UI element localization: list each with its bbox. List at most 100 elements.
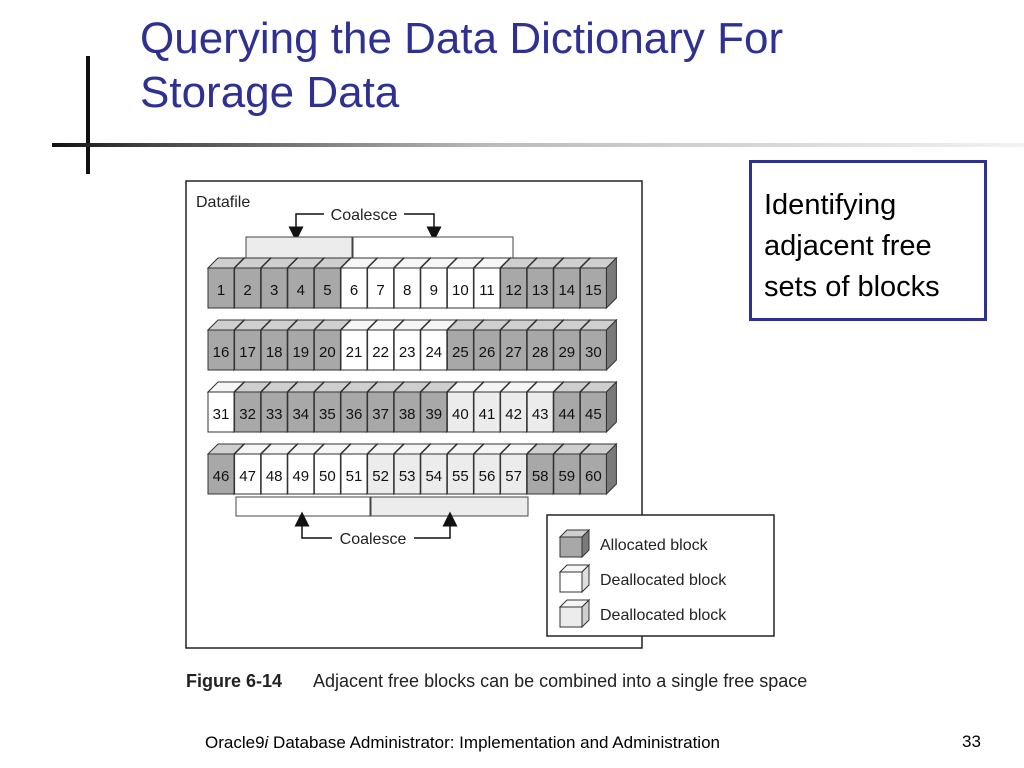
coalesce-bottom-right-arrow — [414, 511, 458, 539]
block-number: 50 — [319, 468, 336, 485]
slide-title: Querying the Data Dictionary For Storage… — [140, 12, 1000, 120]
block-number: 31 — [213, 406, 230, 423]
block-number: 28 — [532, 344, 549, 361]
coalesce-top-indicator: Coalesce — [245, 207, 514, 259]
block-number: 4 — [297, 282, 305, 299]
callout-box: Identifying adjacent free sets of blocks — [749, 160, 987, 321]
block-number: 25 — [452, 344, 469, 361]
block-number: 59 — [558, 468, 575, 485]
block-number: 57 — [505, 468, 522, 485]
block-number: 40 — [452, 406, 469, 423]
block-number: 23 — [399, 344, 416, 361]
legend-label: Allocated block — [600, 537, 709, 554]
block-number: 38 — [399, 406, 416, 423]
slide-title-line-1: Querying the Data Dictionary For — [140, 14, 784, 63]
block-number: 21 — [346, 344, 363, 361]
block-number: 54 — [425, 468, 442, 485]
block-number: 56 — [479, 468, 496, 485]
block-number: 9 — [430, 282, 438, 299]
page-number: 33 — [962, 732, 981, 751]
coalesce-bottom-indicator: Coalesce — [235, 496, 529, 548]
block-number: 46 — [213, 468, 230, 485]
block-number: 34 — [292, 406, 309, 423]
block-18: 18 — [259, 318, 299, 372]
block-number: 13 — [532, 282, 549, 299]
block-number: 15 — [585, 282, 602, 299]
block-55: 55 — [446, 442, 485, 496]
block-number: 20 — [319, 344, 336, 361]
block-60: 60 — [579, 442, 618, 496]
block-number: 48 — [266, 468, 283, 485]
block-15: 15 — [579, 256, 618, 310]
block-number: 36 — [346, 406, 363, 423]
footer-prefix: Oracle9 — [205, 733, 265, 752]
block-number: 49 — [292, 468, 309, 485]
coalesce-bottom-bar-right — [370, 496, 529, 517]
block-number: 39 — [425, 406, 442, 423]
callout-line-3: sets of blocks — [764, 271, 940, 303]
block-number: 12 — [505, 282, 522, 299]
block-number: 24 — [425, 344, 442, 361]
callout-line-1: Identifying — [764, 189, 897, 221]
block-number: 37 — [372, 406, 389, 423]
slide-footer: Oracle9i Database Administrator: Impleme… — [205, 733, 720, 753]
block-number: 51 — [346, 468, 363, 485]
figure-caption-text: Adjacent free blocks can be combined int… — [313, 671, 807, 691]
coalesce-bottom-label: Coalesce — [340, 531, 407, 548]
block-number: 58 — [532, 468, 549, 485]
legend-swatch-allocated — [558, 528, 591, 559]
callout-line-2: adjacent free — [764, 230, 932, 262]
block-number: 45 — [585, 406, 602, 423]
block-44: 44 — [552, 380, 592, 434]
block-number: 14 — [558, 282, 575, 299]
block-number: 16 — [213, 344, 230, 361]
block-number: 2 — [243, 282, 251, 299]
legend-swatch-deallocated-light — [558, 598, 591, 629]
block-number: 32 — [239, 406, 256, 423]
block-number: 18 — [266, 344, 283, 361]
slide-vertical-rule — [86, 56, 90, 174]
block-number: 47 — [239, 468, 256, 485]
datafile-label: Datafile — [196, 194, 250, 211]
block-number: 7 — [376, 282, 384, 299]
block-number: 10 — [452, 282, 469, 299]
block-number: 30 — [585, 344, 602, 361]
block-number: 8 — [403, 282, 411, 299]
block-number: 41 — [479, 406, 496, 423]
block-number: 60 — [585, 468, 602, 485]
block-number: 1 — [217, 282, 225, 299]
block-number: 42 — [505, 406, 522, 423]
coalesce-top-label: Coalesce — [331, 207, 398, 224]
coalesce-bottom-left-arrow — [294, 511, 332, 539]
coalesce-top-left-arrow — [288, 213, 324, 242]
block-number: 27 — [505, 344, 522, 361]
block-number: 53 — [399, 468, 416, 485]
footer-suffix: Database Administrator: Implementation a… — [268, 733, 720, 752]
block-number: 29 — [558, 344, 575, 361]
block-number: 55 — [452, 468, 469, 485]
block-number: 6 — [350, 282, 358, 299]
slide-title-line-2: Storage Data — [140, 68, 400, 117]
coalesce-bottom-bar-left — [235, 496, 371, 517]
block-number: 44 — [558, 406, 575, 423]
block-number: 33 — [266, 406, 283, 423]
coalesce-top-bar-right — [352, 236, 514, 259]
block-57: 57 — [499, 442, 538, 496]
block-30: 30 — [579, 318, 618, 372]
block-number: 19 — [292, 344, 309, 361]
slide-horizontal-rule — [52, 143, 1024, 147]
block-number: 17 — [239, 344, 256, 361]
legend-swatch-deallocated-white — [558, 563, 591, 594]
footer-italic: i — [264, 733, 269, 752]
legend-label: Deallocated block — [600, 607, 727, 624]
block-number: 11 — [479, 282, 495, 299]
block-number: 5 — [323, 282, 331, 299]
block-number: 26 — [479, 344, 496, 361]
legend-label: Deallocated block — [600, 572, 727, 589]
block-number: 43 — [532, 406, 549, 423]
figure-caption-label: Figure 6-14 — [186, 671, 282, 691]
block-number: 3 — [270, 282, 278, 299]
